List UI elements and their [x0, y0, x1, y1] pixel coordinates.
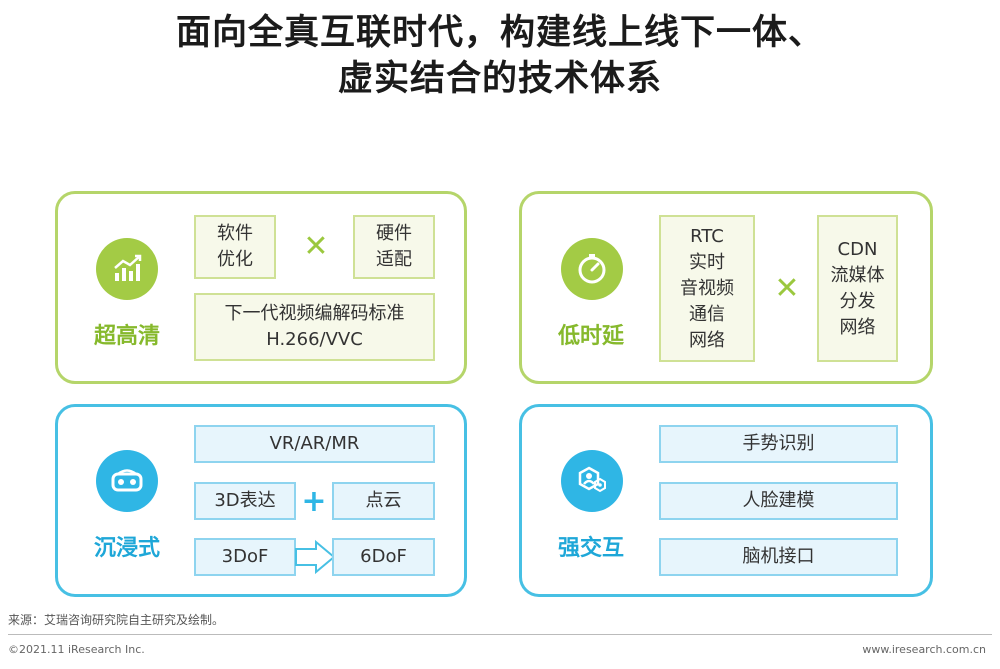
point-cloud-box: 点云: [332, 482, 435, 520]
display-3d-box: 3D表达: [194, 482, 296, 520]
gesture-recognition-box: 手势识别: [659, 425, 898, 463]
title-line-1: 面向全真互联时代，构建线上线下一体、: [175, 13, 824, 53]
copyright: ©2021.11 iResearch Inc.: [8, 643, 145, 656]
website-link[interactable]: www.iresearch.com.cn: [862, 643, 986, 656]
panel-label-strong-interaction: 强交互: [557, 536, 624, 561]
codec-standard-box: 下一代视频编解码标准 H.266/VVC: [194, 293, 435, 361]
face-modeling-box: 人脸建模: [659, 482, 898, 520]
dof6-box: 6DoF: [332, 538, 435, 576]
vr-headset-icon: [96, 450, 158, 512]
cdn-box: CDN 流媒体 分发 网络: [817, 215, 898, 362]
stopwatch-icon: [561, 238, 623, 300]
software-optimization-box: 软件 优化: [194, 215, 276, 279]
plus-operator: +: [301, 484, 327, 519]
source-note: 来源：艾瑞咨询研究院自主研究及绘制。: [8, 613, 225, 627]
panel-label-immersive: 沉浸式: [93, 536, 160, 561]
arrow-right-icon: [295, 539, 336, 575]
multiply-operator: ✕: [303, 229, 329, 264]
page-title: 面向全真互联时代，构建线上线下一体、 虚实结合的技术体系: [0, 10, 1000, 102]
brain-computer-interface-box: 脑机接口: [659, 538, 898, 576]
panel-label-low-latency: 低时延: [557, 324, 624, 349]
title-line-2: 虚实结合的技术体系: [337, 59, 662, 99]
footer-divider: [8, 634, 992, 635]
dof3-box: 3DoF: [194, 538, 296, 576]
hex-interaction-icon: [561, 450, 623, 512]
rtc-box: RTC 实时 音视频 通信 网络: [659, 215, 755, 362]
hardware-adaptation-box: 硬件 适配: [353, 215, 435, 279]
vr-ar-mr-box: VR/AR/MR: [194, 425, 435, 463]
panel-label-ultra-hd: 超高清: [93, 324, 160, 349]
bar-chart-icon: [96, 238, 158, 300]
multiply-operator: ✕: [774, 271, 800, 306]
